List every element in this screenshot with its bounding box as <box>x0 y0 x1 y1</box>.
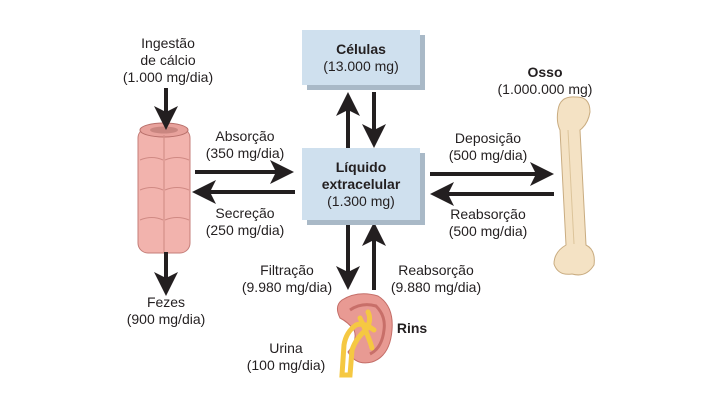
intake-label: Ingestão de cálcio (1.000 mg/dia) <box>108 35 228 86</box>
filtration-title: Filtração <box>260 262 314 278</box>
secretion-label: Secreção (250 mg/dia) <box>190 205 300 239</box>
renal-reabsorption-value: (9.880 mg/dia) <box>390 279 482 295</box>
urine-label: Urina (100 mg/dia) <box>234 340 338 374</box>
renal-reabsorption-title: Reabsorção <box>398 262 474 278</box>
intake-value: (1.000 mg/dia) <box>122 69 214 85</box>
bone-resorption-value: (500 mg/dia) <box>448 223 528 239</box>
intake-title: Ingestão <box>141 35 195 51</box>
ecf-title2: extracelular <box>321 175 401 192</box>
urine-title: Urina <box>269 340 303 356</box>
kidney-title: Rins <box>396 320 428 336</box>
renal-reabsorption-label: Reabsorção (9.880 mg/dia) <box>379 262 493 296</box>
feces-title: Fezes <box>146 294 186 310</box>
cells-value: (13.000 mg) <box>323 57 399 74</box>
bone-illustration <box>553 96 595 276</box>
cells-title: Células <box>336 40 386 57</box>
ecf-box: Líquido extracelular (1.300 mg) <box>302 148 420 220</box>
secretion-value: (250 mg/dia) <box>205 222 285 238</box>
urine-value: (100 mg/dia) <box>246 357 326 373</box>
secretion-title: Secreção <box>215 205 275 221</box>
kidney-label: Rins <box>392 320 432 337</box>
ecf-title: Líquido <box>335 158 387 175</box>
intake-title2: de cálcio <box>140 52 196 68</box>
absorption-title: Absorção <box>215 128 275 144</box>
filtration-label: Filtração (9.980 mg/dia) <box>230 262 344 296</box>
cells-box: Células (13.000 mg) <box>302 30 420 85</box>
deposition-label: Deposição (500 mg/dia) <box>430 130 546 164</box>
intestine-illustration <box>137 122 191 254</box>
bone-resorption-title: Reabsorção <box>450 206 526 222</box>
feces-label: Fezes (900 mg/dia) <box>110 294 222 328</box>
absorption-label: Absorção (350 mg/dia) <box>190 128 300 162</box>
bone-label: Osso (1.000.000 mg) <box>480 64 610 98</box>
deposition-title: Deposição <box>454 130 522 146</box>
feces-value: (900 mg/dia) <box>126 311 206 327</box>
bone-title: Osso <box>527 64 563 80</box>
filtration-value: (9.980 mg/dia) <box>241 279 333 295</box>
deposition-value: (500 mg/dia) <box>448 147 528 163</box>
ecf-value: (1.300 mg) <box>327 192 395 209</box>
bone-resorption-label: Reabsorção (500 mg/dia) <box>430 206 546 240</box>
absorption-value: (350 mg/dia) <box>205 145 285 161</box>
bone-value: (1.000.000 mg) <box>497 81 593 97</box>
kidney-illustration <box>336 293 393 378</box>
